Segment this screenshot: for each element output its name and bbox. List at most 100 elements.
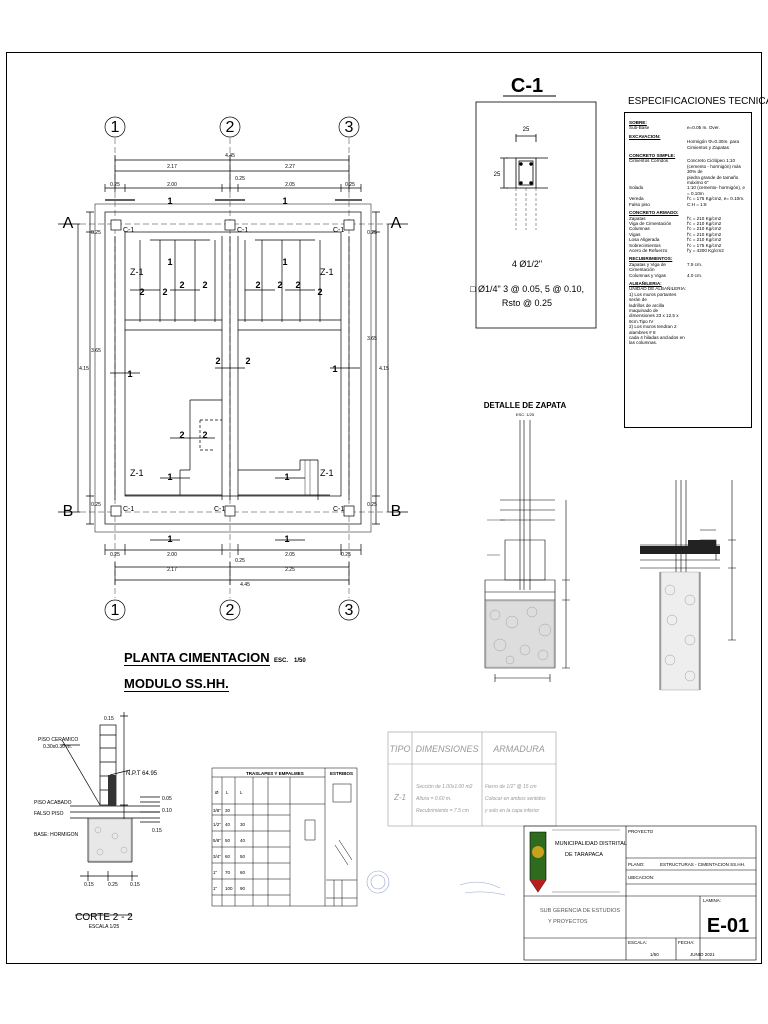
section-cut-title: CORTE 2 - 2: [75, 912, 133, 923]
svg-text:50: 50: [225, 838, 231, 843]
svg-text:2: 2: [215, 356, 220, 366]
svg-text:ARMADURA: ARMADURA: [492, 744, 545, 754]
spec-row: UNIDAD DE ALBAÑILERIA:: [629, 286, 687, 292]
svg-text:2: 2: [179, 430, 184, 440]
axis-a-left: A: [63, 215, 74, 232]
svg-text:3/8": 3/8": [213, 808, 221, 813]
svg-text:DIMENSIONES: DIMENSIONES: [415, 744, 478, 754]
column-label: C-1: [123, 227, 134, 234]
svg-text:1/2": 1/2": [213, 822, 221, 827]
column-stirrups: □ Ø1/4" 3 @ 0.05, 5 @ 0.10,: [470, 284, 584, 294]
svg-text:0.25: 0.25: [91, 230, 101, 236]
svg-text:PISO ACABADO: PISO ACABADO: [34, 800, 72, 806]
column-label: C-1: [333, 227, 344, 234]
svg-text:40: 40: [225, 822, 231, 827]
svg-text:0.25: 0.25: [367, 230, 377, 236]
zapata-label: Z-1: [130, 267, 144, 277]
svg-text:30: 30: [225, 808, 231, 813]
dim-bottom-total: 4.45: [240, 582, 250, 588]
svg-text:30: 30: [240, 822, 246, 827]
column-label: C-1: [237, 227, 248, 234]
spec-row: (cemento - hormigón) más 30% de: [687, 163, 741, 175]
svg-text:PISO CERAMICO: PISO CERAMICO: [38, 737, 78, 743]
svg-text:1: 1: [167, 196, 172, 206]
svg-text:0.05: 0.05: [162, 796, 172, 802]
svg-text:3.65: 3.65: [91, 348, 101, 354]
svg-text:70: 70: [225, 870, 231, 875]
svg-text:TIPO: TIPO: [389, 744, 410, 754]
svg-text:N.P.T 64.95: N.P.T 64.95: [126, 771, 158, 777]
svg-text:0.15: 0.15: [104, 716, 114, 722]
svg-text:2: 2: [277, 280, 282, 290]
zapata-table-frame: [387, 731, 557, 827]
svg-text:5/8": 5/8": [213, 838, 221, 843]
svg-text:0.15: 0.15: [84, 882, 94, 888]
svg-text:0.15: 0.15: [152, 828, 162, 834]
svg-text:1: 1: [127, 369, 132, 379]
splice-table-title: TRASLAPES Y EMPALMES: [246, 771, 304, 776]
plan-name: ESTRUCTURAS - CIMENTACION SS.HH.: [660, 862, 745, 867]
splice-table-frame: [211, 767, 358, 907]
svg-text:L: L: [226, 790, 229, 795]
plan-scale-label: ESC.: [274, 658, 289, 664]
title-block-frame: [523, 825, 757, 961]
svg-text:Y PROYECTOS: Y PROYECTOS: [548, 919, 588, 925]
column-detail-title: C-1: [511, 75, 543, 97]
svg-text:0.25: 0.25: [235, 558, 245, 564]
svg-text:PROYECTO: PROYECTO: [628, 829, 654, 834]
axis-3-bottom: 3: [345, 602, 354, 619]
specs-title: ESPECIFICACIONES TECNICAS: [628, 96, 768, 107]
svg-text:0.25: 0.25: [235, 176, 245, 182]
svg-text:2.00: 2.00: [167, 182, 177, 188]
axis-b-right: B: [391, 503, 402, 520]
plan-scale-value: 1/50: [294, 658, 306, 664]
svg-text:ESCALA 1/25: ESCALA 1/25: [89, 924, 120, 930]
svg-text:1": 1": [213, 870, 218, 875]
svg-text:Altura = 0.60 m.: Altura = 0.60 m.: [415, 796, 451, 802]
svg-text:0.25: 0.25: [108, 882, 118, 888]
sheet-number: E-01: [707, 915, 749, 937]
plan-title: PLANTA CIMENTACION: [124, 650, 270, 666]
svg-text:2.17: 2.17: [167, 164, 177, 170]
svg-text:Colocar en ambos sentidos: Colocar en ambos sentidos: [485, 796, 546, 802]
spec-row: Hormigón Φ=0.30m. para: [687, 139, 740, 145]
svg-text:Recubrimiento = 7.5 cm: Recubrimiento = 7.5 cm: [416, 808, 469, 814]
svg-text:90: 90: [240, 886, 246, 891]
svg-text:DE TARAPACA: DE TARAPACA: [565, 852, 603, 858]
svg-text:2: 2: [202, 280, 207, 290]
svg-text:2.17: 2.17: [167, 567, 177, 573]
svg-text:0.25: 0.25: [367, 502, 377, 508]
svg-text:0.30x0.30 m.: 0.30x0.30 m.: [43, 744, 72, 750]
spec-section-heading: EXCAVACION:: [629, 133, 661, 139]
svg-text:2: 2: [295, 280, 300, 290]
svg-text:ESC. 1/25: ESC. 1/25: [516, 412, 535, 417]
svg-text:LAMINA:: LAMINA:: [703, 898, 721, 903]
svg-text:2.05: 2.05: [285, 182, 295, 188]
svg-text:3.65: 3.65: [367, 336, 377, 342]
svg-text:2: 2: [255, 280, 260, 290]
spec-section-heading: SOBRE:: [629, 120, 647, 125]
svg-text:1: 1: [282, 196, 287, 206]
svg-text:2.27: 2.27: [285, 164, 295, 170]
spec-row: 2) Los muros tendran 2 alambres # 8: [629, 324, 677, 335]
office-name: SUB GERENCIA DE ESTUDIOS: [540, 908, 620, 914]
svg-text:2.05: 2.05: [285, 552, 295, 558]
spec-row: cada 4 hiladas anclados en las columnas.: [629, 335, 685, 346]
svg-text:JUNIO 2021: JUNIO 2021: [690, 952, 715, 957]
org-name: MUNICIPALIDAD DISTRITAL: [555, 841, 627, 847]
axis-3-top: 3: [345, 119, 354, 136]
svg-text:2: 2: [179, 280, 184, 290]
svg-text:40: 40: [240, 838, 246, 843]
svg-text:50: 50: [240, 854, 246, 859]
svg-text:2: 2: [202, 430, 207, 440]
zapata-label: Z-1: [320, 267, 334, 277]
svg-text:ESCALA:: ESCALA:: [628, 940, 647, 945]
